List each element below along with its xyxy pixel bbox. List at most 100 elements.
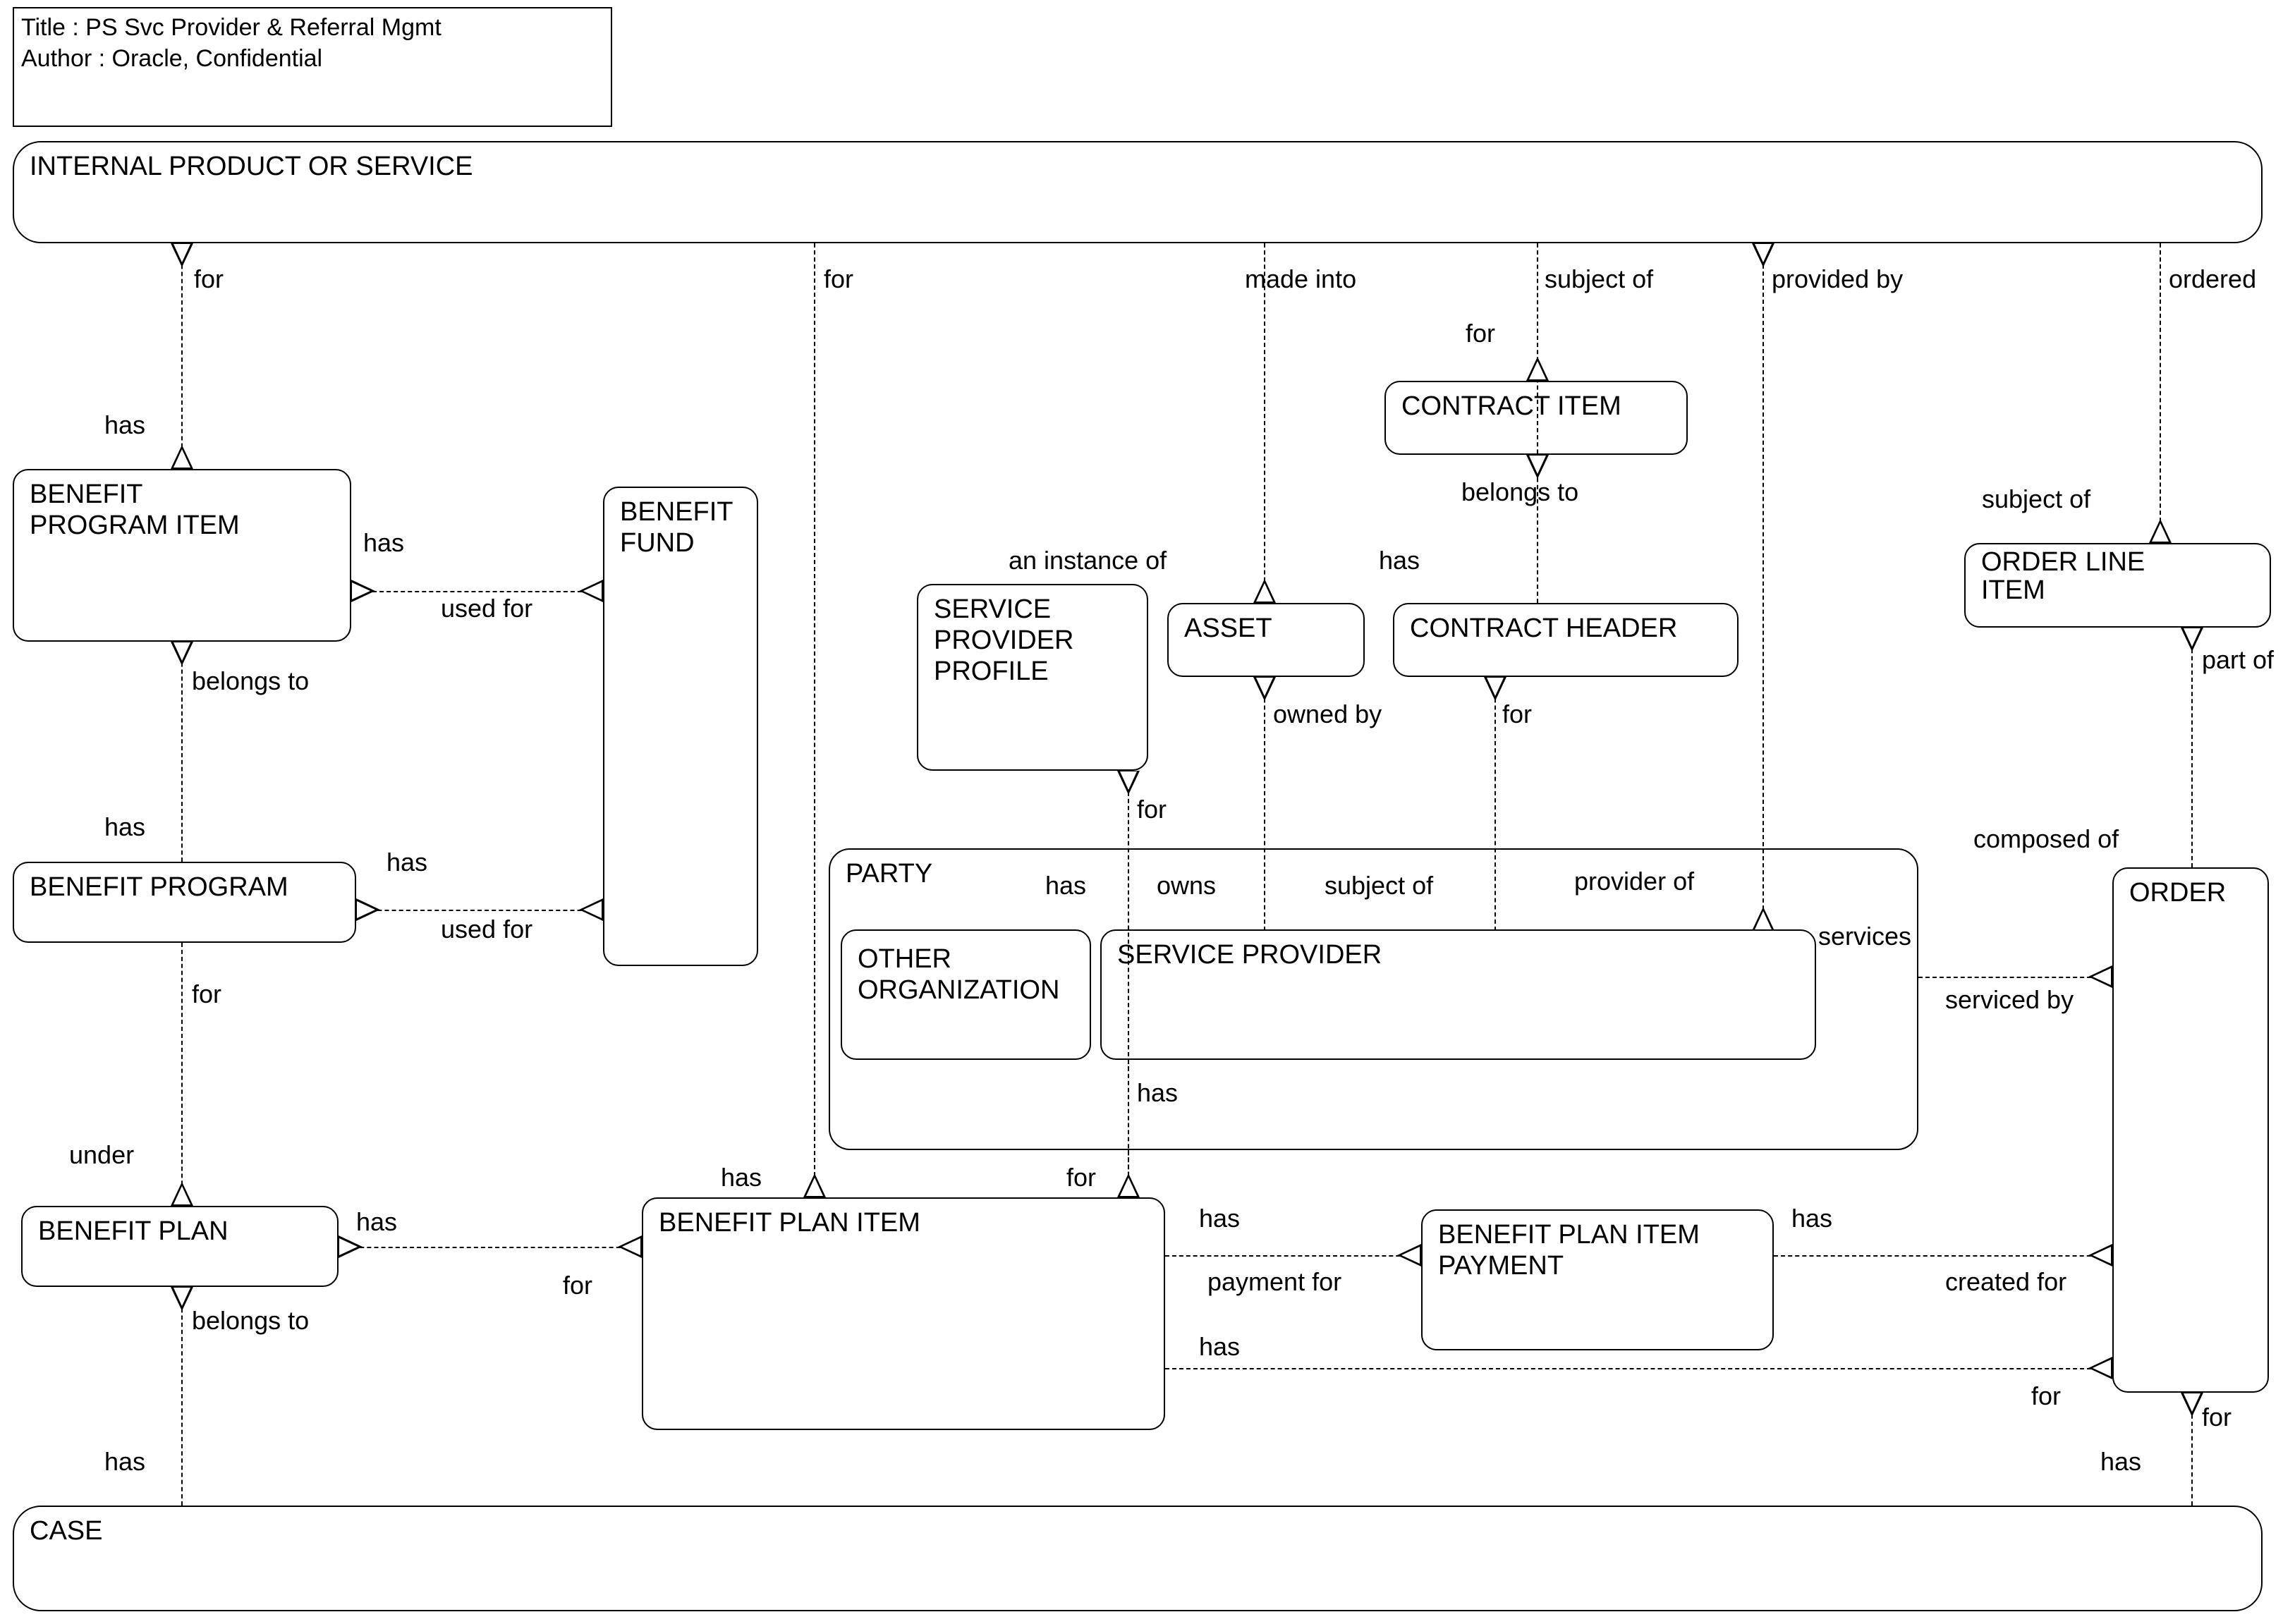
relationship-label: for — [192, 979, 222, 1008]
line-ips-service-provider — [1763, 243, 1764, 931]
crowsfoot-inner-icon — [352, 582, 370, 599]
relationship-label: has — [386, 848, 428, 877]
line-ips-order-line-item — [2160, 243, 2161, 543]
relationship-label: has — [1791, 1204, 1833, 1233]
relationship-label: has — [721, 1163, 762, 1192]
crowsfoot-inner-icon — [1529, 361, 1546, 379]
entity-benefit-plan[interactable]: BENEFIT PLAN — [21, 1206, 339, 1287]
crowsfoot-inner-icon — [1401, 1247, 1420, 1264]
entity-label: ORDER LINE ITEM — [1981, 547, 2145, 605]
crowsfoot-inner-icon — [173, 1186, 190, 1204]
relationship-label: has — [104, 1447, 146, 1476]
relationship-label: has — [1045, 871, 1087, 900]
relationship-label: for — [1137, 795, 1167, 824]
crowsfoot-inner-icon — [1256, 678, 1273, 696]
crowsfoot-inner-icon — [1487, 678, 1504, 696]
relationship-label: services — [1818, 922, 1912, 951]
entity-internal-product-or-service[interactable]: INTERNAL PRODUCT OR SERVICE — [13, 141, 2263, 243]
line-ips-asset — [1264, 243, 1265, 603]
relationship-label: belongs to — [192, 1306, 310, 1335]
relationship-label: owned by — [1273, 700, 1382, 728]
entity-label: BENEFIT FUND — [620, 497, 733, 558]
relationship-label: for — [1066, 1163, 1097, 1192]
crowsfoot-inner-icon — [173, 449, 190, 468]
entity-label: SERVICE PROVIDER — [1117, 940, 1382, 970]
entity-other-organization[interactable]: OTHER ORGANIZATION — [841, 929, 1091, 1060]
relationship-label: for — [563, 1271, 593, 1300]
crowsfoot-inner-icon — [2093, 968, 2111, 985]
relationship-label: under — [69, 1140, 135, 1169]
entity-case[interactable]: CASE — [13, 1506, 2263, 1611]
entity-benefit-plan-item[interactable]: BENEFIT PLAN ITEM — [642, 1197, 1165, 1430]
entity-order-line-item[interactable]: ORDER LINE ITEM — [1964, 543, 2271, 628]
entity-service-provider-profile[interactable]: SERVICE PROVIDER PROFILE — [917, 584, 1148, 771]
crowsfoot-inner-icon — [1120, 1178, 1137, 1196]
relationship-label: made into — [1245, 264, 1357, 293]
crowsfoot-inner-icon — [339, 1238, 358, 1255]
entity-label: BENEFIT PLAN ITEM — [659, 1208, 920, 1238]
line-spp-party — [1128, 771, 1129, 1070]
relationship-label: created for — [1945, 1267, 2067, 1296]
line-benefit-program-benefit-plan — [181, 943, 183, 1206]
line-bpi-benefit-fund — [351, 591, 603, 592]
entity-label: OTHER ORGANIZATION — [858, 944, 1060, 1006]
entity-benefit-plan-item-payment[interactable]: BENEFIT PLAN ITEM PAYMENT — [1421, 1209, 1774, 1350]
relationship-label: has — [1199, 1332, 1241, 1361]
line-benefit-plan-benefit-plan-item — [339, 1247, 642, 1248]
relationship-label: has — [104, 812, 146, 841]
relationship-label: an instance of — [1009, 546, 1167, 575]
crowsfoot-inner-icon — [1256, 583, 1273, 602]
entity-label: INTERNAL PRODUCT OR SERVICE — [30, 152, 473, 181]
entity-label: BENEFIT PLAN — [38, 1216, 229, 1246]
line-ips-contract-header — [1537, 243, 1538, 603]
relationship-label: for — [1502, 700, 1533, 728]
relationship-label: composed of — [1973, 824, 2119, 853]
line-ips-benefit-plan-item — [814, 243, 815, 1197]
relationship-label: provided by — [1772, 264, 1904, 293]
relationship-label: subject of — [1325, 871, 1434, 900]
entity-label: SERVICE PROVIDER PROFILE — [934, 594, 1074, 687]
relationship-label: has — [363, 528, 405, 557]
line-oli-order — [2191, 628, 2193, 867]
crowsfoot-inner-icon — [1755, 244, 1772, 262]
entity-contract-header[interactable]: CONTRACT HEADER — [1393, 603, 1739, 677]
relationship-label: subject of — [1982, 484, 2091, 513]
entity-label: BENEFIT PROGRAM — [30, 872, 288, 902]
diagram-title: Title : PS Svc Provider & Referral Mgmt — [21, 14, 442, 41]
entity-benefit-program[interactable]: BENEFIT PROGRAM — [13, 862, 356, 943]
relationship-label: serviced by — [1945, 985, 2074, 1014]
entity-label: CASE — [30, 1516, 103, 1546]
relationship-label: for — [2202, 1403, 2232, 1431]
crowsfoot-inner-icon — [806, 1178, 823, 1196]
relationship-label: subject of — [1545, 264, 1654, 293]
relationship-label: belongs to — [192, 666, 310, 695]
entity-benefit-program-item[interactable]: BENEFIT PROGRAM ITEM — [13, 469, 351, 642]
line-order-case — [2191, 1393, 2193, 1506]
line-payment-order — [1774, 1255, 2112, 1257]
entity-label: ASSET — [1184, 613, 1272, 643]
relationship-label: has — [356, 1207, 398, 1236]
relationship-label: has — [1199, 1204, 1241, 1233]
relationship-label: payment for — [1207, 1267, 1342, 1296]
entity-benefit-fund[interactable]: BENEFIT FUND — [603, 487, 758, 966]
relationship-label: ordered — [2169, 264, 2257, 293]
line-benefit-program-benefit-fund — [356, 910, 603, 911]
diagram-author: Author : Oracle, Confidential — [21, 44, 323, 72]
line-service-provider-order — [1918, 977, 2112, 978]
line-contract-header-party — [1494, 677, 1496, 931]
crowsfoot-inner-icon — [1120, 771, 1137, 790]
crowsfoot-inner-icon — [1529, 456, 1546, 474]
entity-order[interactable]: ORDER — [2112, 867, 2269, 1393]
entity-asset[interactable]: ASSET — [1167, 603, 1365, 677]
entity-service-provider[interactable]: SERVICE PROVIDER — [1100, 929, 1816, 1060]
relationship-label: provider of — [1574, 867, 1695, 896]
relationship-label: part of — [2202, 645, 2275, 674]
crowsfoot-inner-icon — [173, 1288, 190, 1306]
relationship-label: for — [824, 264, 854, 293]
entity-label: ORDER — [2129, 878, 2227, 908]
relationship-label: used for — [441, 915, 533, 944]
entity-contract-item[interactable]: CONTRACT ITEM — [1384, 381, 1688, 455]
entity-label: BENEFIT PLAN ITEM PAYMENT — [1438, 1220, 1700, 1281]
crowsfoot-inner-icon — [583, 901, 602, 918]
entity-label: BENEFIT PROGRAM ITEM — [30, 480, 240, 541]
